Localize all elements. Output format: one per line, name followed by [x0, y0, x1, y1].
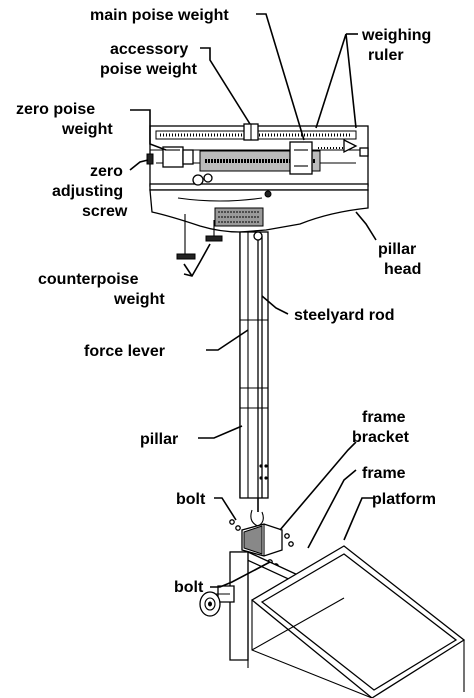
label-platform: platform [372, 491, 436, 508]
label-pillar: pillar [140, 431, 178, 448]
label-accessory-poise-weight-line1: accessory [110, 41, 188, 58]
pillar-part [239, 231, 269, 499]
label-zero-poise-weight-line2: weight [61, 121, 113, 138]
label-counterpoise-weight-line2: weight [113, 291, 165, 308]
main-poise-weight-part [289, 141, 313, 175]
leader-lines [129, 13, 377, 588]
label-frame: frame [362, 465, 406, 482]
counterpoise-weight-part [176, 214, 223, 260]
label-pillar-head-line1: pillar [378, 241, 416, 258]
label-zero-adjusting-screw-line1: zero [90, 163, 123, 180]
label-frame-bracket-line1: frame [362, 409, 406, 426]
label-bolt-top: bolt [176, 491, 206, 508]
steelyard-rod-part [250, 231, 264, 527]
label-frame-bracket-line2: bracket [352, 429, 410, 446]
label-bolt-bottom: bolt [174, 579, 204, 596]
label-zero-adjusting-screw-line3: screw [82, 203, 128, 220]
zero-adjusting-screw-part [146, 153, 154, 165]
platform-part [250, 545, 466, 698]
accessory-poise-weight-part [243, 123, 259, 141]
label-zero-poise-weight-line1: zero poise [16, 101, 95, 118]
zero-poise-weight-part [162, 146, 194, 168]
frame-bracket-part [241, 523, 283, 557]
label-counterpoise-weight-line1: counterpoise [38, 271, 139, 288]
label-zero-adjusting-screw-line2: adjusting [52, 183, 123, 200]
wheel-part [199, 591, 221, 617]
label-force-lever: force lever [84, 343, 165, 360]
label-weighing-ruler-line1: weighing [361, 27, 431, 44]
pillar-head-part [149, 173, 369, 233]
label-pillar-head-line2: head [384, 261, 421, 278]
label-weighing-ruler-line2: ruler [368, 47, 404, 64]
label-steelyard-rod: steelyard rod [294, 307, 394, 324]
label-accessory-poise-weight-line2: poise weight [100, 61, 198, 78]
label-main-poise-weight: main poise weight [90, 7, 229, 24]
